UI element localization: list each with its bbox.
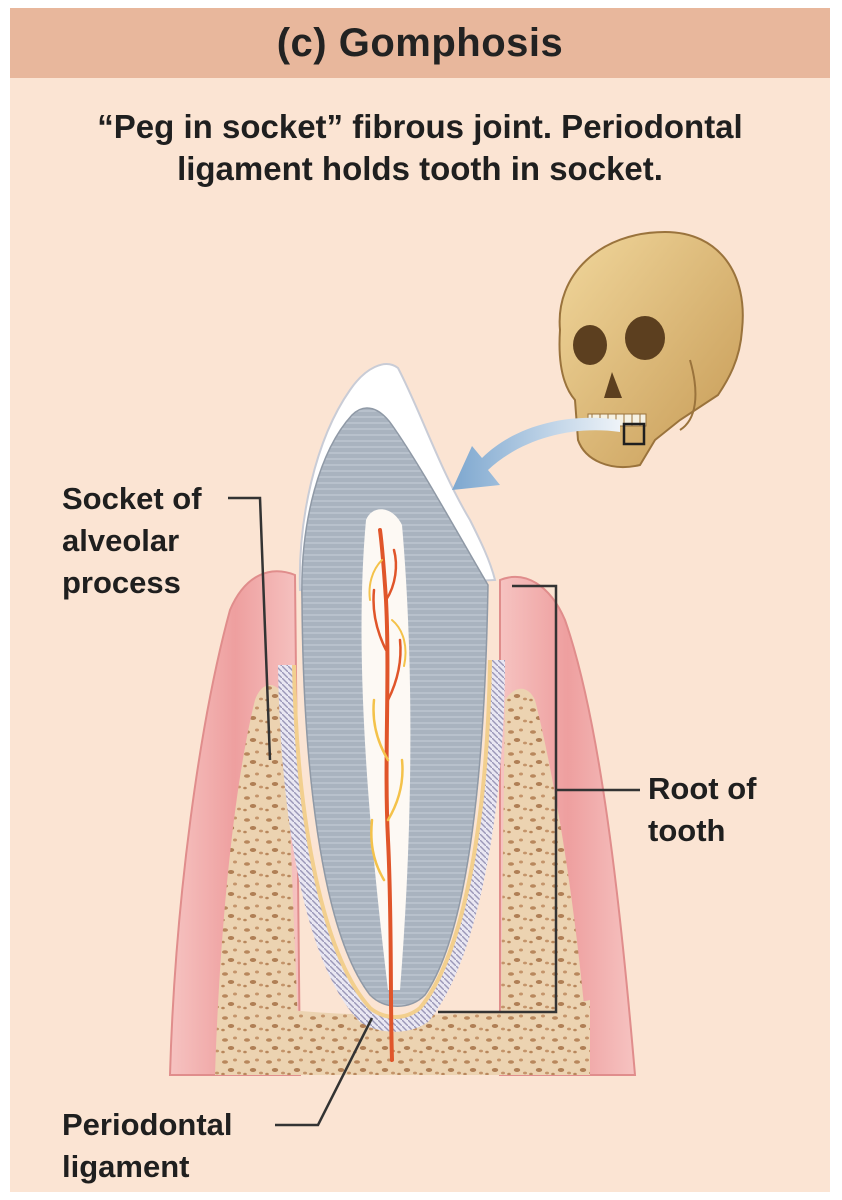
description-line-2: ligament holds tooth in socket. xyxy=(177,150,663,187)
pdl-label-line-2: ligament xyxy=(62,1149,190,1184)
pulp-vessels xyxy=(368,528,407,1062)
alveolar-bone xyxy=(215,685,300,1075)
socket-label-line-3: process xyxy=(62,565,181,600)
diagram-title: (c) Gomphosis xyxy=(276,20,564,65)
skull-illustration xyxy=(558,230,744,468)
label-root-of-tooth: Root of tooth xyxy=(648,768,756,852)
pdl-label-line-1: Periodontal xyxy=(62,1107,233,1142)
magnified-region-box xyxy=(622,422,646,446)
socket-label-line-2: alveolar xyxy=(62,523,180,558)
socket-label-line-1: Socket of xyxy=(62,481,202,516)
description-line-1: “Peg in socket” fibrous joint. Periodont… xyxy=(97,108,743,145)
leader-lines xyxy=(228,496,640,1127)
title-bar: (c) Gomphosis xyxy=(10,8,830,78)
label-socket-of-alveolar-process: Socket of alveolar process xyxy=(62,478,202,604)
root-label-line-2: tooth xyxy=(648,813,726,848)
label-periodontal-ligament: Periodontal ligament xyxy=(62,1104,233,1188)
socket-leader-line xyxy=(228,496,272,761)
root-bracket-line xyxy=(438,584,558,1014)
diagram-description: “Peg in socket” fibrous joint. Periodont… xyxy=(10,106,830,190)
pdl-leader-line xyxy=(275,1017,374,1127)
magnify-arrow xyxy=(452,417,620,490)
root-label-line-1: Root of xyxy=(648,771,757,806)
